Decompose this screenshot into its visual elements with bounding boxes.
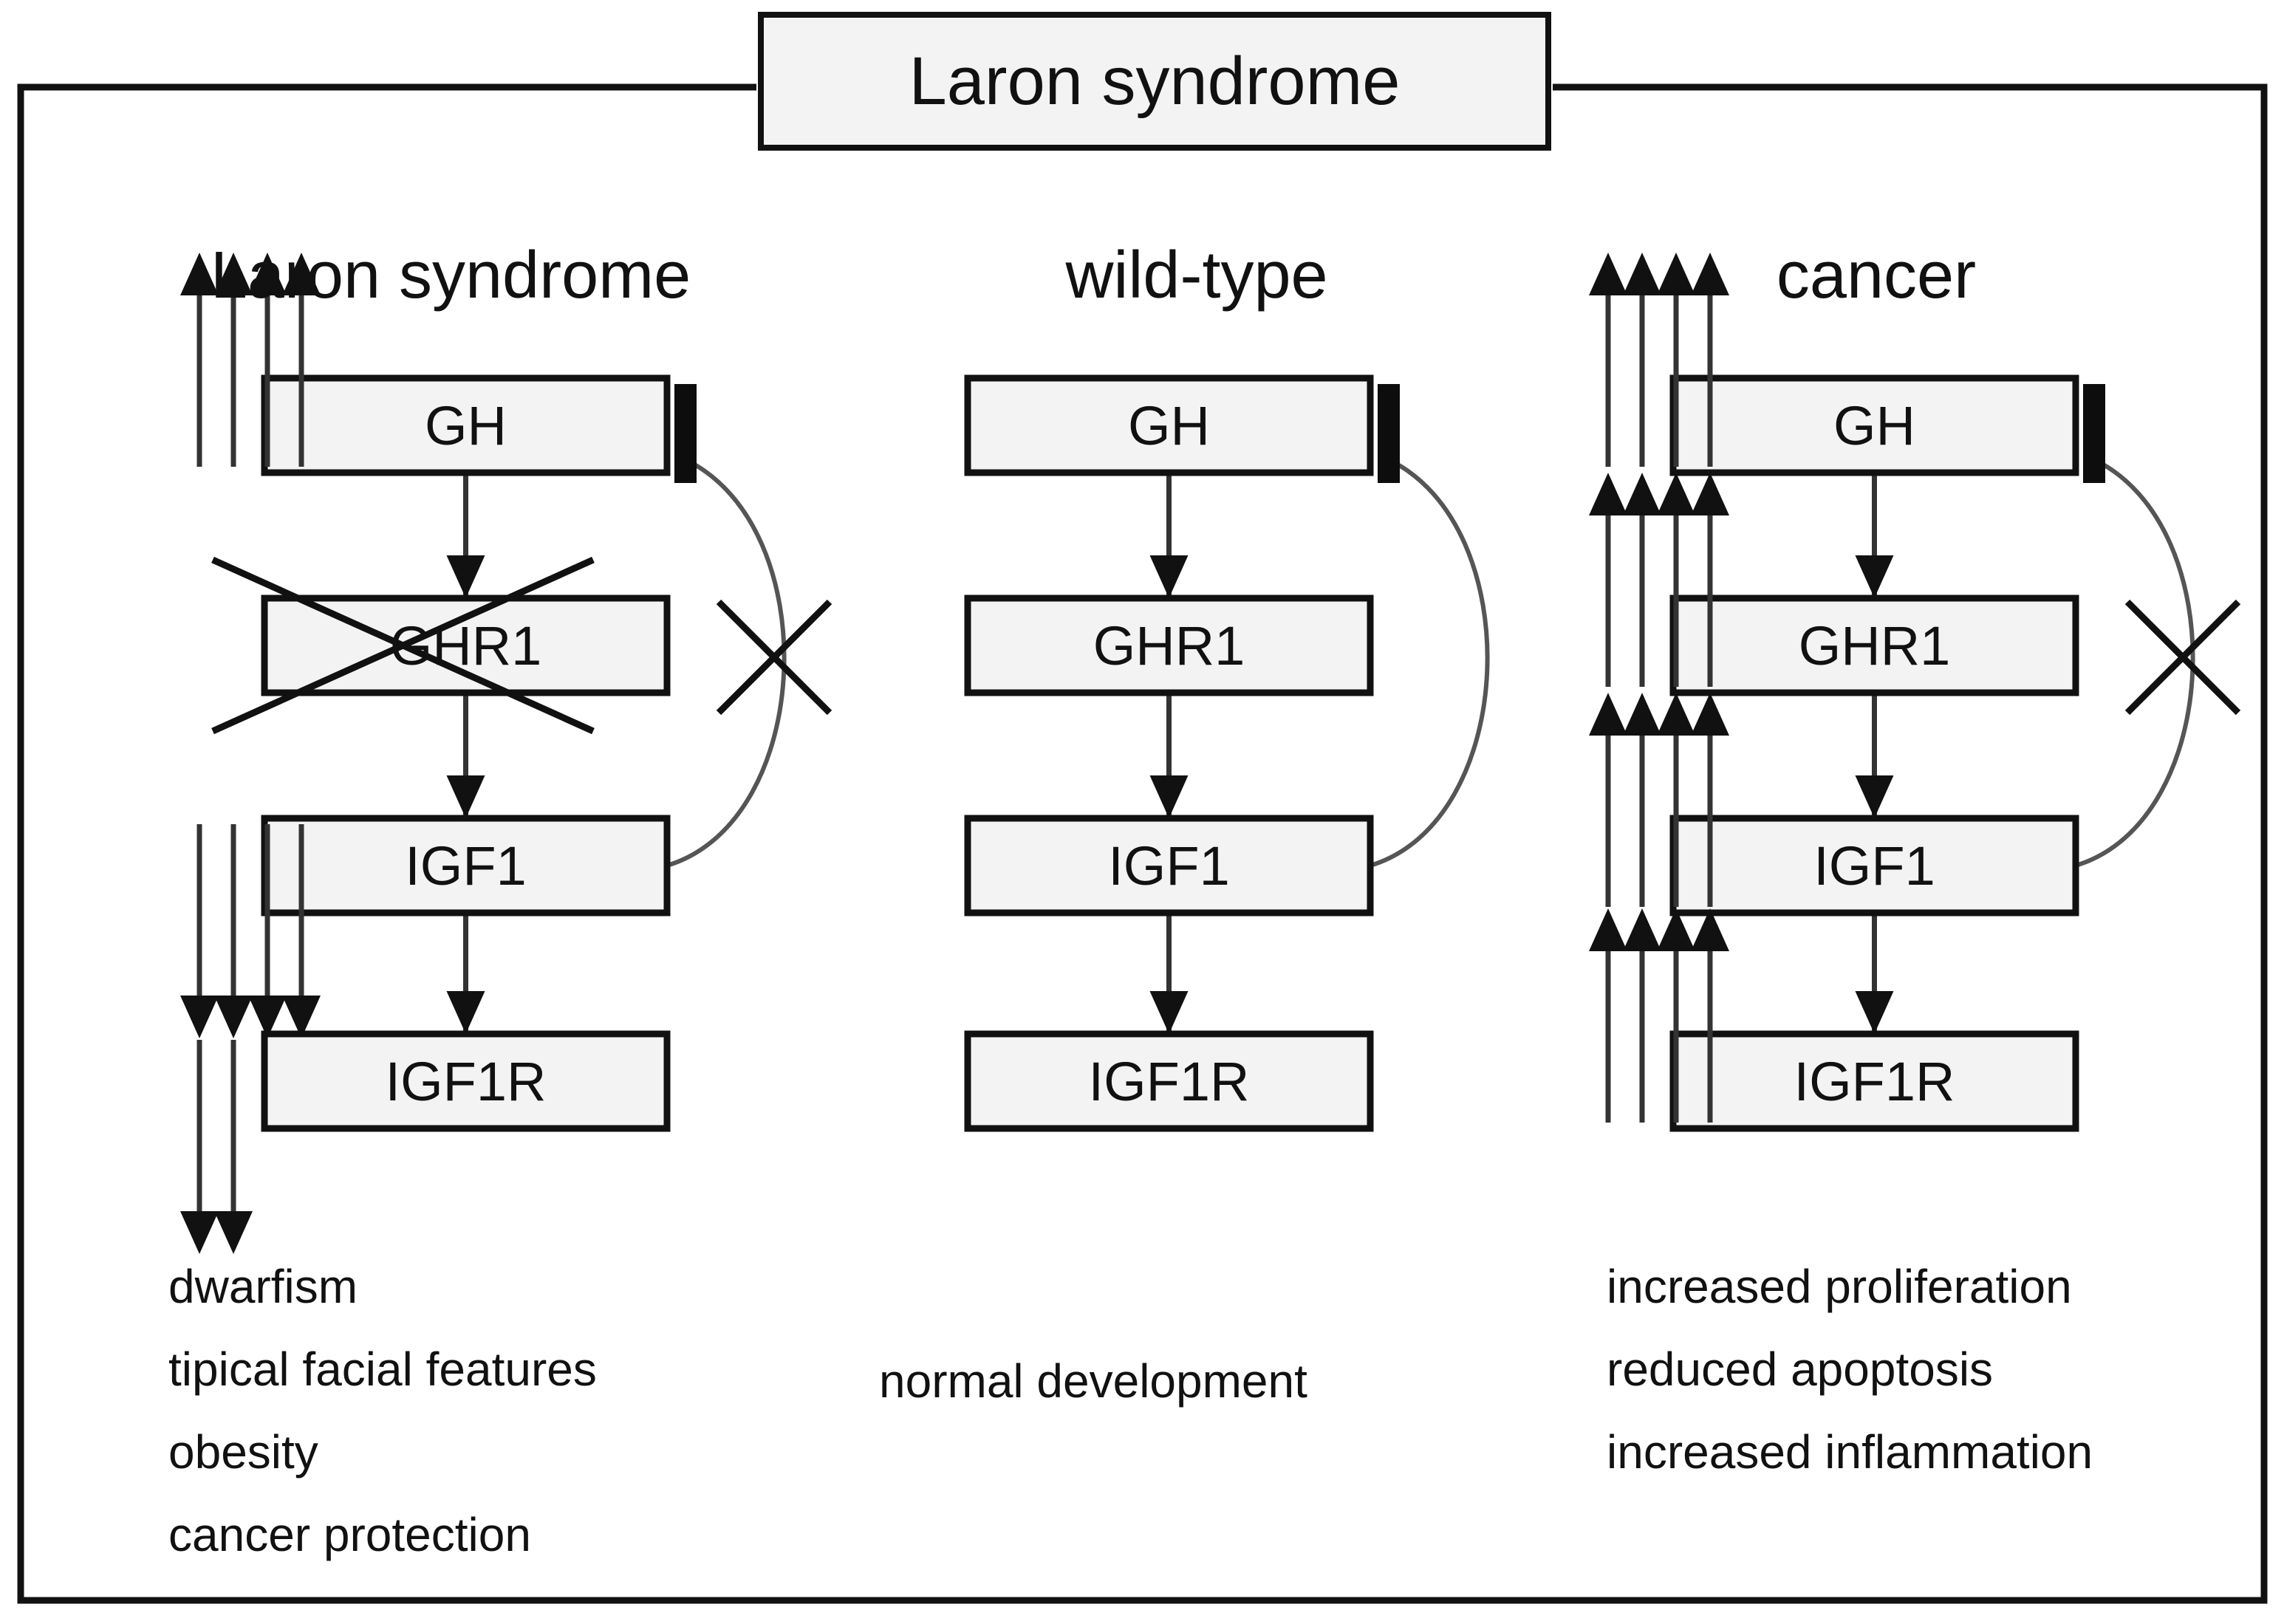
outcome-laron-0: dwarfism [168,1260,358,1313]
level-up-arrow-cancer-2-3-head [1691,693,1729,736]
level-down-arrow-laron-2-0-head [180,996,219,1038]
node-box-wild-type-ghr1[interactable] [964,595,1374,696]
column-header-wild-type: wild-type [1065,238,1328,312]
feedback-curve-wild-type [1370,457,1490,868]
level-up-arrow-cancer-2-1-head [1623,693,1661,736]
level-down-arrow-laron-3-1-head [214,1211,253,1254]
level-up-arrow-cancer-0-1-head [1623,253,1661,295]
level-up-arrow-cancer-3-2-head [1657,908,1695,951]
node-box-wild-type-igf1r[interactable] [964,1030,1374,1132]
level-up-arrow-cancer-2-0-head [1589,693,1627,736]
node-box-cancer-gh[interactable] [1669,374,2079,476]
chain-arrow-cancer-1-head [1855,775,1894,818]
feedback-block-cross-laron-b [716,599,832,716]
level-down-arrow-laron-2-2-head [248,996,287,1038]
level-up-arrow-laron-0-3-head [282,253,321,295]
knockout-cross-laron-b [211,556,595,735]
level-up-arrow-cancer-1-1-head [1623,473,1661,515]
column-header-laron: Laron syndrome [210,238,691,312]
outcome-cancer-0: increased proliferation [1607,1260,2072,1313]
title-box [758,12,1551,151]
level-up-arrow-cancer-1-3-head [1691,473,1729,515]
level-up-arrow-cancer-1-2-head [1657,473,1695,515]
level-up-arrow-cancer-0-0-head [1589,253,1627,295]
chain-arrow-wild-type-0-head [1149,555,1189,598]
chain-arrow-laron-1-head [446,775,485,818]
inhibition-bar-wild-type [1378,384,1400,483]
level-down-arrow-laron-2-1-head [214,996,253,1038]
level-up-arrow-cancer-3-0-head [1589,908,1627,951]
node-box-wild-type-gh[interactable] [964,374,1374,476]
node-box-cancer-igf1r[interactable] [1669,1030,2079,1132]
level-up-arrow-cancer-0-3-head [1691,253,1729,295]
chain-arrow-wild-type-1-head [1149,775,1189,818]
level-up-arrow-cancer-1-0-head [1589,473,1627,515]
node-box-laron-igf1[interactable] [261,815,671,917]
chain-arrow-laron-2-head [446,991,485,1034]
level-up-arrow-laron-0-2-head [248,253,287,295]
feedback-block-cross-cancer-b [2124,599,2241,716]
level-up-arrow-cancer-3-1-head [1623,908,1661,951]
level-up-arrow-laron-0-0-head [180,253,219,295]
chain-arrow-cancer-0-head [1855,555,1894,598]
level-up-arrow-cancer-3-3-head [1691,908,1729,951]
level-up-arrow-laron-0-1-head [214,253,253,295]
node-box-laron-gh[interactable] [261,374,671,476]
column-header-cancer: cancer [1776,238,1977,312]
node-box-laron-igf1r[interactable] [261,1030,671,1132]
level-down-arrow-laron-2-3-head [282,996,321,1038]
outcome-laron-3: cancer protection [168,1508,531,1561]
outcome-wild-type-0: normal development [879,1354,1307,1408]
page-title: Laron syndrome [909,43,1401,119]
level-up-arrow-cancer-0-2-head [1657,253,1695,295]
level-up-arrow-cancer-2-2-head [1657,693,1695,736]
level-down-arrow-laron-3-0-head [180,1211,219,1254]
chain-arrow-cancer-2-head [1855,991,1894,1034]
outcome-laron-1: tipical facial features [168,1343,597,1396]
node-box-cancer-igf1[interactable] [1669,815,2079,917]
outcome-cancer-2: increased inflammation [1607,1425,2093,1479]
outcome-laron-2: obesity [168,1425,318,1479]
inhibition-bar-laron [674,384,697,483]
chain-arrow-wild-type-2-head [1149,991,1189,1034]
outcome-cancer-1: reduced apoptosis [1607,1343,1994,1396]
node-box-cancer-ghr1[interactable] [1669,595,2079,696]
inhibition-bar-cancer [2083,384,2105,483]
node-box-wild-type-igf1[interactable] [964,815,1374,917]
chain-arrow-laron-0-head [446,555,485,598]
